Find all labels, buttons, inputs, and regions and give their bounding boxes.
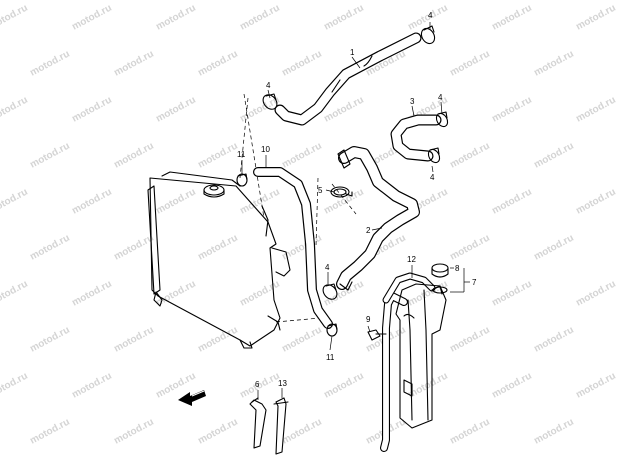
clamp-4-upper-left	[262, 93, 278, 110]
callout-12: 12	[407, 255, 416, 264]
watermark-text: motod.ru	[490, 95, 533, 125]
callout-10: 10	[261, 145, 270, 154]
hose-1	[274, 32, 422, 126]
strap-13	[273, 397, 289, 455]
watermark-text: motod.ru	[490, 279, 533, 309]
watermark-text: motod.ru	[154, 187, 197, 217]
clamp-4-right-lower	[427, 147, 441, 164]
watermark-text: motod.ru	[574, 371, 617, 401]
watermark-text: motod.ru	[28, 49, 71, 79]
watermark-text: motod.ru	[238, 3, 281, 33]
callout-9: 9	[366, 315, 371, 324]
watermark-text: motod.ru	[448, 49, 491, 79]
watermark-text: motod.ru	[70, 3, 113, 33]
watermark-text: motod.ru	[196, 141, 239, 171]
watermark-text: motod.ru	[280, 141, 323, 171]
hose-3	[390, 114, 442, 162]
watermark-text: motod.ru	[196, 325, 239, 355]
clamp-11-upper	[236, 173, 248, 187]
watermark-text: motod.ru	[28, 141, 71, 171]
watermark-text: motod.ru	[0, 371, 30, 401]
watermark-text: motod.ru	[574, 187, 617, 217]
watermark-text: motod.ru	[0, 279, 30, 309]
hose-12	[380, 272, 436, 452]
watermark-text: motod.ru	[322, 3, 365, 33]
watermark-text: motod.ru	[112, 233, 155, 263]
watermark-text: motod.ru	[574, 3, 617, 33]
watermark-text: motod.ru	[490, 3, 533, 33]
callout-4-top: 4	[428, 11, 433, 20]
watermark-text: motod.ru	[448, 233, 491, 263]
reservoir-cap	[431, 263, 449, 294]
hose-2	[336, 146, 420, 291]
watermark-text: motod.ru	[532, 141, 575, 171]
watermark-text: motod.ru	[28, 417, 71, 447]
callout-13: 13	[278, 379, 287, 388]
watermark-text: motod.ru	[280, 49, 323, 79]
watermark-text: motod.ru	[532, 325, 575, 355]
watermark-text: motod.ru	[490, 187, 533, 217]
callout-8: 8	[455, 264, 460, 273]
callout-4-lower: 4	[325, 263, 330, 272]
watermark-text: motod.ru	[112, 325, 155, 355]
watermark-text: motod.ru	[196, 233, 239, 263]
watermark-text: motod.ru	[196, 417, 239, 447]
callout-5: 5	[318, 186, 323, 195]
watermark-text: motod.ru	[0, 3, 30, 33]
callout-1: 1	[350, 48, 355, 57]
watermark-text: motod.ru	[532, 417, 575, 447]
bracket-6	[249, 397, 267, 449]
watermark-text: motod.ru	[0, 187, 30, 217]
radiator-cap	[203, 184, 225, 198]
watermark-text: motod.ru	[28, 325, 71, 355]
callout-7: 7	[472, 278, 477, 287]
watermark-text: motod.ru	[490, 371, 533, 401]
watermark-text: motod.ru	[280, 417, 323, 447]
watermark-text: motod.ru	[574, 95, 617, 125]
watermark-text: motod.ru	[574, 279, 617, 309]
watermark-text: motod.ru	[112, 141, 155, 171]
watermark-text: motod.ru	[112, 49, 155, 79]
watermark-text: motod.ru	[322, 371, 365, 401]
watermark-text: motod.ru	[154, 3, 197, 33]
watermark-text: motod.ru	[280, 233, 323, 263]
hose-10	[253, 167, 333, 329]
watermark-text: motod.ru	[280, 325, 323, 355]
clamp-4-lower	[322, 283, 338, 300]
watermark-text: motod.ru	[196, 49, 239, 79]
watermark-text: motod.ru	[70, 371, 113, 401]
callout-11-upper: 11	[237, 150, 246, 159]
watermark-text: motod.ru	[0, 95, 30, 125]
callout-labels: 1 2 3 4 4 4 4 4 5 6 7 8 9 10 11 11 12 13	[237, 11, 477, 389]
watermark-text: motod.ru	[532, 233, 575, 263]
callout-6: 6	[255, 380, 260, 389]
clamp-4-right-upper	[435, 111, 449, 128]
callout-2: 2	[366, 226, 371, 235]
watermark-text: motod.ru	[70, 95, 113, 125]
bolt-9	[367, 329, 387, 341]
reservoir-tank	[395, 283, 447, 429]
watermark-text: motod.ru	[322, 187, 365, 217]
assembly-guide-lines	[239, 93, 357, 323]
watermark-text: motod.ru	[112, 417, 155, 447]
callout-4-upper-left: 4	[266, 81, 271, 90]
callout-4-right-lower: 4	[430, 173, 435, 182]
leader-lines	[241, 22, 470, 400]
watermark-text: motod.ru	[28, 233, 71, 263]
callout-3: 3	[410, 97, 415, 106]
watermark-text: motod.ru	[238, 371, 281, 401]
watermark-text: motod.ru	[448, 141, 491, 171]
watermark-text: motod.ru	[532, 49, 575, 79]
front-arrow-icon	[178, 390, 206, 406]
watermark-text: motod.ru	[70, 279, 113, 309]
callout-4-right-upper: 4	[438, 93, 443, 102]
watermark-text: motod.ru	[154, 95, 197, 125]
clamp-4-top	[420, 25, 436, 45]
watermark-text: motod.ru	[70, 187, 113, 217]
watermark-text: motod.ru	[448, 325, 491, 355]
watermark-text: motod.ru	[448, 417, 491, 447]
callout-11-lower: 11	[326, 353, 335, 362]
